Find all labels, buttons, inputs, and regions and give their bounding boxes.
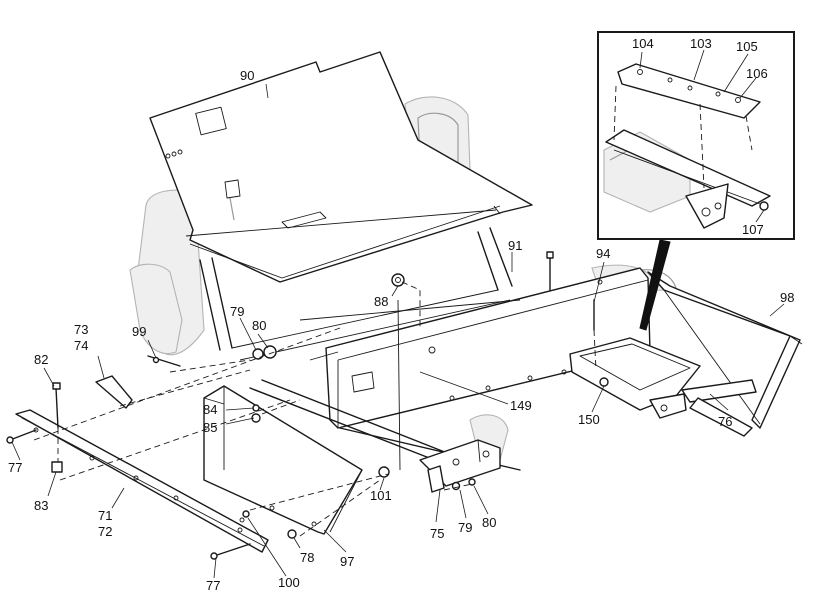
fastener-150 [599,377,609,387]
callout-107: 107 [742,222,764,237]
inset-pointer-arrow [639,239,671,331]
seat-back-panel [149,51,533,283]
washer-100 [242,510,250,518]
right-side-panel [647,271,803,429]
inset-detail [597,31,795,240]
bushing-79-80 [252,345,277,360]
callout-83: 83 [34,498,48,513]
callout-98: 98 [780,290,794,305]
callout-90: 90 [240,68,254,83]
callout-84: 84 [203,402,217,417]
bolt-91 [546,251,554,291]
washer-78 [287,529,297,539]
bolt-77-lower [210,543,251,560]
callout-77-lower: 77 [206,578,220,593]
nut-84-85 [251,404,261,423]
callout-73: 73 [74,322,88,337]
callout-94: 94 [596,246,610,261]
callout-80: 80 [252,318,266,333]
callout-88: 88 [374,294,388,309]
callout-77-upper: 77 [8,460,22,475]
callout-75: 75 [430,526,444,541]
callout-74: 74 [74,338,88,353]
bolt-77-upper [6,429,37,444]
bracket-75 [427,465,445,493]
callout-103: 103 [690,36,712,51]
grommet-88 [391,273,405,287]
callout-71: 71 [98,508,112,523]
bolt-99 [147,355,181,367]
callout-99: 99 [132,324,146,339]
callout-150: 150 [578,412,600,427]
bracket-73-74 [95,375,133,409]
callout-149: 149 [510,398,532,413]
battery-tray [569,337,757,437]
callout-105: 105 [736,39,758,54]
callout-78: 78 [300,550,314,565]
callout-72: 72 [98,524,112,539]
callout-106: 106 [746,66,768,81]
callout-91: 91 [508,238,522,253]
seat-frame-uprights [199,227,513,361]
main-body-rail [309,267,651,429]
callout-79: 79 [230,304,244,319]
callout-79-lower: 79 [458,520,472,535]
callout-labels: 90 91 88 79 80 73 74 99 82 84 85 77 83 7… [8,36,794,593]
bolt-82 [52,382,61,429]
nut-83 [51,461,63,473]
left-side-panel [203,385,363,535]
callout-101: 101 [370,488,392,503]
callout-80-lower: 80 [482,515,496,530]
assembly-lines [33,281,597,537]
callout-82: 82 [34,352,48,367]
nut-79-80-lower [451,478,476,491]
callout-104: 104 [632,36,654,51]
callout-97: 97 [340,554,354,569]
lower-rail-left [15,409,269,553]
callout-76: 76 [718,414,732,429]
callout-85: 85 [203,420,217,435]
callout-100: 100 [278,575,300,590]
callout-leaders [11,49,785,579]
